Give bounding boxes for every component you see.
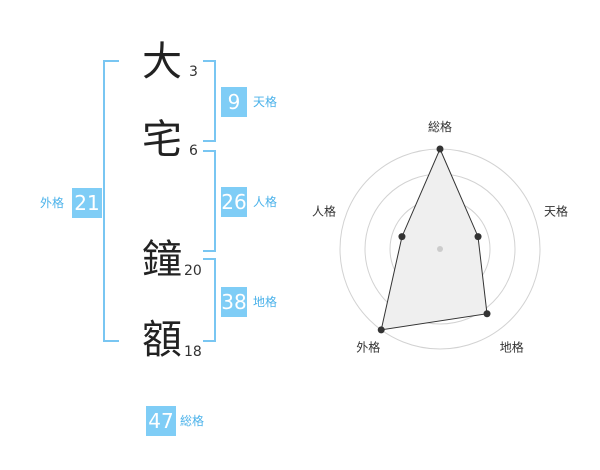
stroke-count-3: 20 xyxy=(184,263,202,279)
gaikaku-label: 外格 xyxy=(40,196,65,210)
gaikaku-value: 21 xyxy=(72,188,102,218)
radar-axis-label: 外格 xyxy=(356,340,380,355)
tenkaku-value: 9 xyxy=(221,87,247,117)
radar-point xyxy=(474,233,482,241)
radar-point xyxy=(398,233,406,241)
radar-points xyxy=(377,145,491,334)
radar-axis-label: 総格 xyxy=(428,119,452,134)
jinkaku-bracket xyxy=(203,150,216,252)
radar-point xyxy=(377,326,385,334)
stroke-count-4: 18 xyxy=(184,344,202,360)
radar-point xyxy=(483,310,491,318)
name-char-1: 大 xyxy=(142,39,182,85)
soukaku-label: 総格 xyxy=(180,414,205,428)
radar-point xyxy=(436,145,444,153)
jinkaku-label: 人格 xyxy=(253,195,278,209)
name-char-3: 鐘 xyxy=(142,237,182,283)
chikaku-label: 地格 xyxy=(253,295,278,309)
name-char-4: 額 xyxy=(142,317,182,363)
radar-axis-label: 天格 xyxy=(544,203,568,218)
chikaku-bracket xyxy=(203,258,216,342)
radar-center xyxy=(437,246,443,252)
soukaku-value: 47 xyxy=(146,406,176,436)
radar-axis-label: 人格 xyxy=(312,203,336,218)
stroke-count-1: 3 xyxy=(189,64,198,80)
stroke-count-2: 6 xyxy=(189,143,198,159)
name-char-2: 宅 xyxy=(142,117,182,163)
radar-axis-label: 地格 xyxy=(500,340,524,355)
radar-polygon xyxy=(380,147,488,331)
tenkaku-bracket xyxy=(203,60,216,142)
jinkaku-value: 26 xyxy=(221,187,247,217)
tenkaku-label: 天格 xyxy=(253,95,278,109)
chikaku-value: 38 xyxy=(221,287,247,317)
gaikaku-bracket xyxy=(103,60,119,342)
